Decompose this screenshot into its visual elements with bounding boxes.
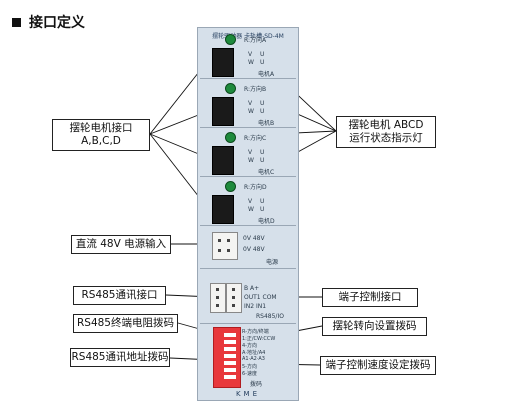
motor-c-pin1: V	[248, 149, 253, 156]
motor-c-pin3: W	[248, 157, 254, 164]
status-led-d	[225, 181, 236, 192]
label-terminal-resistor-dip: RS485终端电阻拨码	[73, 314, 178, 333]
motor-b-status: R:方向B	[244, 86, 267, 93]
motor-b-pin4: U	[260, 108, 265, 115]
divider	[200, 323, 296, 324]
label-direction-dip: 摆轮转向设置拨码	[322, 317, 427, 336]
bullet-square-icon	[12, 17, 21, 27]
divider	[200, 127, 296, 128]
motor-b-label: 电机B	[258, 120, 275, 127]
terminal-connector	[226, 283, 242, 313]
label-speed-dip: 端子控制速度设定拨码	[320, 356, 436, 375]
dip-text-4: A·地址/A4	[242, 350, 266, 356]
label-status-line2: 运行状态指示灯	[349, 132, 423, 144]
motor-c-connector	[212, 146, 234, 175]
motor-c-label: 电机C	[258, 169, 275, 176]
section-title-text: 接口定义	[29, 15, 85, 31]
motor-c-pin2: U	[260, 149, 265, 156]
divider	[200, 225, 296, 226]
label-motor-interface: 摆轮电机接口 A,B,C,D	[52, 119, 150, 151]
terminal-pins-1: B A+	[244, 285, 260, 292]
label-rs485-port: RS485通讯接口	[73, 286, 166, 305]
label-address-dip: RS485通讯地址拨码	[70, 348, 170, 367]
motor-d-pin2: U	[260, 198, 265, 205]
power-pins-2: 0V 48V	[243, 246, 265, 253]
motor-d-connector	[212, 195, 234, 224]
label-motor-interface-line2: A,B,C,D	[81, 135, 121, 147]
status-led-a	[225, 34, 236, 45]
dip-text-5: A1·A2·A3	[242, 356, 265, 362]
motor-d-pin4: U	[260, 206, 265, 213]
motor-a-pin2: U	[260, 51, 265, 58]
dip-text-1: R-方向/终端	[242, 329, 269, 335]
divider	[200, 176, 296, 177]
rs485-connector	[210, 283, 226, 313]
dip-switch[interactable]	[213, 327, 241, 388]
motor-b-pin1: V	[248, 100, 253, 107]
motor-c-pin4: U	[260, 157, 265, 164]
terminal-label: RS485/IO	[256, 313, 284, 320]
dip-text-2: 1:正/CW:CCW	[242, 336, 276, 342]
label-motor-interface-line1: 摆轮电机接口	[69, 122, 133, 134]
brand-logo: KME	[235, 390, 261, 398]
motor-a-connector	[212, 48, 234, 77]
power-label: 电源	[266, 259, 279, 266]
motor-d-pin1: V	[248, 198, 253, 205]
motor-b-pin2: U	[260, 100, 265, 107]
label-status-line1: 摆轮电机 ABCD	[348, 119, 424, 131]
motor-b-connector	[212, 97, 234, 126]
power-connector	[212, 232, 238, 260]
motor-a-pin4: U	[260, 59, 265, 66]
motor-c-status: R:方向C	[244, 135, 267, 142]
label-status-led: 摆轮电机 ABCD 运行状态指示灯	[336, 116, 436, 148]
label-dc-input: 直流 48V 电源输入	[71, 235, 171, 254]
panel-header: 摆轮驱动器 卡轨槽-SD-4M	[212, 33, 284, 40]
motor-a-label: 电机A	[258, 71, 275, 78]
divider	[200, 268, 296, 269]
label-terminal-port: 端子控制接口	[322, 288, 418, 307]
motor-d-pin3: W	[248, 206, 254, 213]
motor-b-pin3: W	[248, 108, 254, 115]
motor-a-pin3: W	[248, 59, 254, 66]
dip-text-6: 5-方向	[242, 364, 257, 370]
dip-text-7: 6-速度	[242, 371, 257, 377]
terminal-pins-3: IN2 IN1	[244, 303, 267, 310]
dip-text-3: 4-方向	[242, 343, 257, 349]
status-led-b	[225, 83, 236, 94]
motor-d-status: R:方向D	[244, 184, 267, 191]
terminal-pins-2: OUT1 COM	[244, 294, 277, 301]
section-title: 接口定义	[12, 12, 85, 32]
motor-a-pin1: V	[248, 51, 253, 58]
status-led-c	[225, 132, 236, 143]
motor-d-label: 电机D	[258, 218, 275, 225]
power-pins-1: 0V 48V	[243, 235, 265, 242]
dip-label: 拨码	[250, 381, 263, 388]
motor-a-status: R:方向A	[244, 37, 267, 44]
divider	[200, 78, 296, 79]
